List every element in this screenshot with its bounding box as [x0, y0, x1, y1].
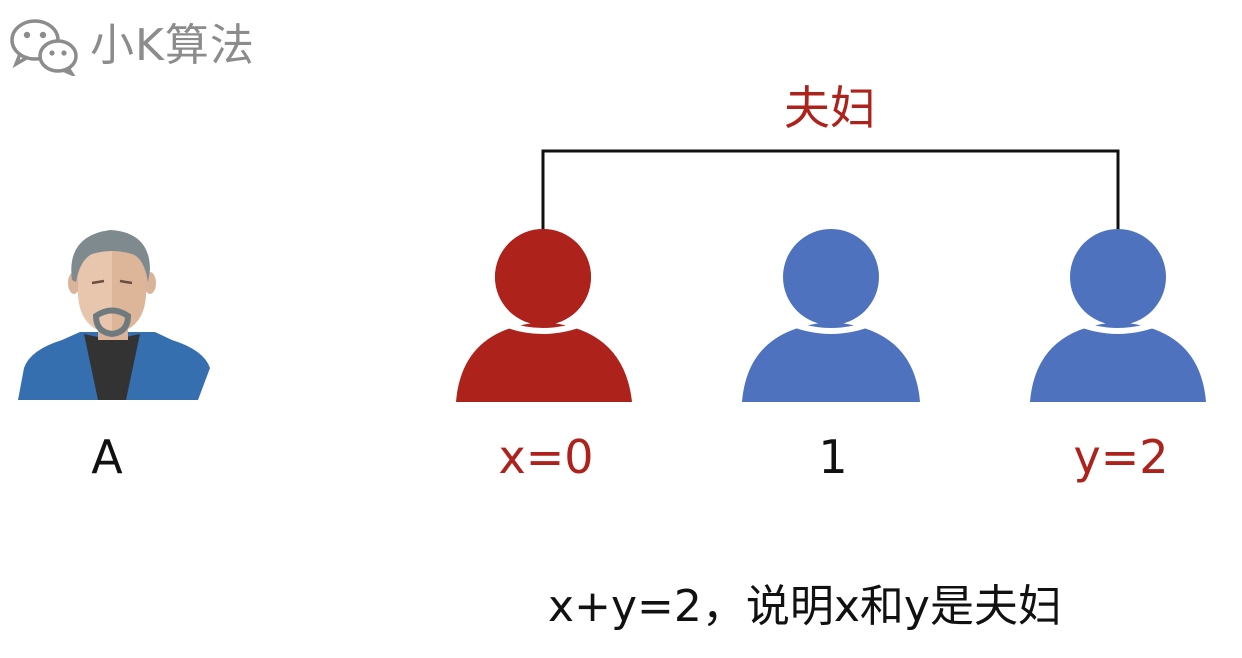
person-1-label: 1	[818, 430, 848, 484]
man-avatar-icon	[18, 230, 210, 400]
watermark: 小K算法	[8, 16, 255, 76]
caption: x+y=2，说明x和y是夫妇	[548, 581, 1062, 632]
person-x-label: x=0	[498, 430, 594, 484]
observer-label: A	[91, 430, 123, 484]
couple-label: 夫妇	[784, 81, 876, 135]
person-x-icon	[456, 229, 632, 402]
head-gap-strokes	[498, 319, 1163, 334]
person-y-icon	[1030, 229, 1206, 402]
person-y-label: y=2	[1073, 430, 1169, 484]
wechat-icon	[10, 19, 78, 76]
couple-bracket	[541, 149, 1120, 232]
watermark-text: 小K算法	[90, 20, 255, 71]
person-1-icon	[742, 229, 920, 402]
